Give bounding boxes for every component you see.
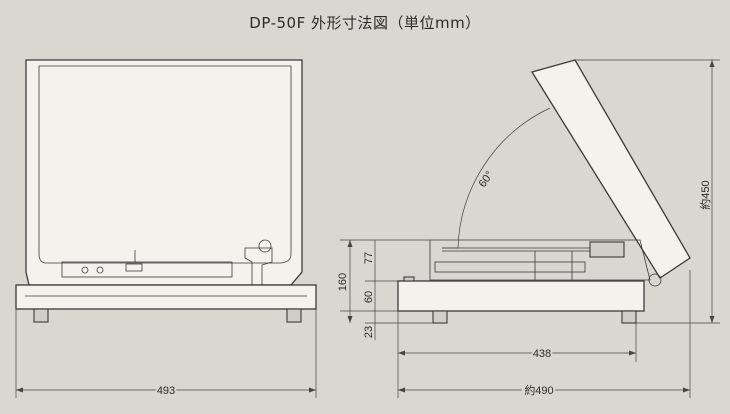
- front-foot-right: [286, 308, 302, 323]
- side-hinge: [648, 273, 662, 287]
- front-width-arrow-left: [16, 387, 23, 393]
- side-dim-490-arrow-right: [683, 387, 690, 393]
- front-dust-cover: [25, 59, 303, 286]
- side-dim-60-label: 60: [363, 291, 375, 303]
- front-knob-1: [81, 266, 89, 274]
- side-dim-450-arrow-top: [709, 60, 715, 67]
- side-dim-450-label: 約450: [698, 180, 712, 209]
- side-lid-closed: [429, 239, 651, 281]
- front-width-arrow-right: [309, 387, 316, 393]
- front-base: [15, 284, 317, 310]
- side-body: [397, 280, 645, 312]
- side-dim-160-label: 160: [337, 273, 349, 291]
- front-view: 493: [15, 59, 317, 399]
- side-dim-438-label: 438: [533, 348, 551, 360]
- front-width-label: 493: [157, 385, 175, 397]
- side-dim-490-arrow-left: [398, 387, 405, 393]
- side-dim-160-arrow-bottom: [347, 316, 353, 323]
- side-foot-left: [432, 310, 448, 324]
- side-body-front-lip: [403, 276, 415, 282]
- front-knob-2: [96, 266, 104, 274]
- side-view: 60° 160 77 60 23 約450: [337, 59, 720, 399]
- front-label-plate: [125, 263, 143, 272]
- front-tonearm-pivot: [258, 239, 272, 253]
- diagram-title: DP-50F 外形寸法図（単位mm）: [249, 14, 481, 32]
- front-platter: [61, 261, 233, 278]
- side-dim-77-label: 77: [363, 252, 375, 264]
- side-dim-23-label: 23: [363, 326, 375, 338]
- side-counterweight: [589, 241, 625, 258]
- side-angle-arc: [457, 107, 551, 249]
- side-lid-open: [530, 59, 691, 279]
- front-dust-cover-inner: [38, 65, 292, 264]
- side-dim-160-arrow-top: [347, 240, 353, 247]
- front-foot-left: [33, 308, 49, 323]
- side-dim-438-arrow-right: [629, 350, 636, 356]
- side-dim-490-label: 約490: [524, 383, 553, 397]
- side-foot-right: [621, 310, 637, 324]
- side-platter: [434, 261, 586, 273]
- side-tonearm: [442, 247, 590, 252]
- side-dim-438-arrow-left: [398, 350, 405, 356]
- side-dim-450-arrow-bottom: [709, 316, 715, 323]
